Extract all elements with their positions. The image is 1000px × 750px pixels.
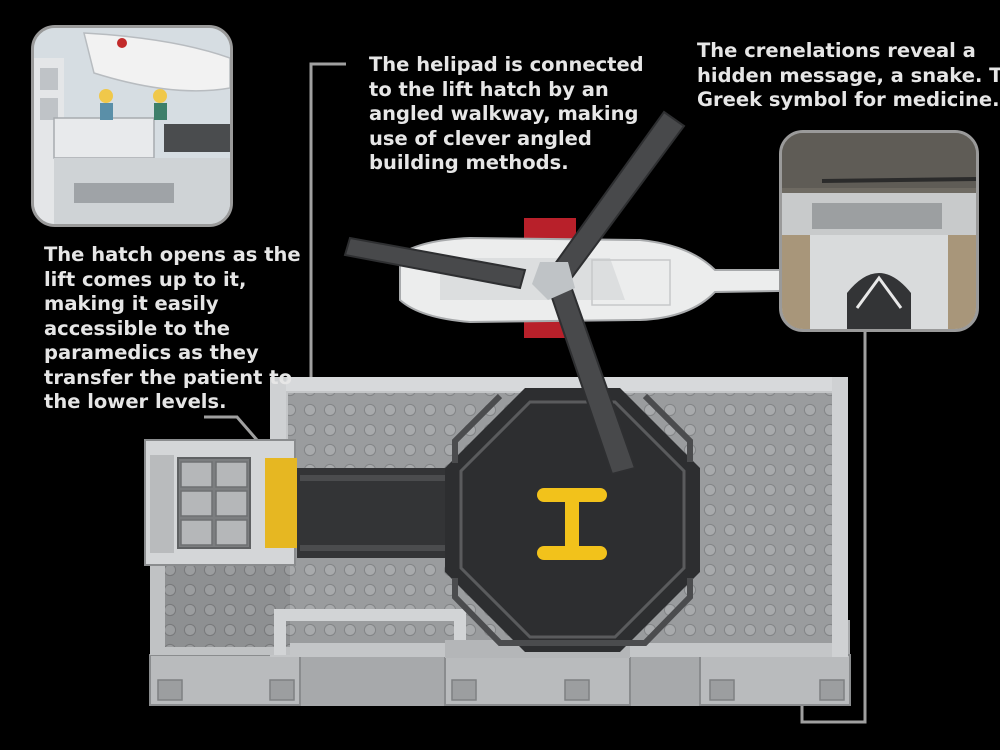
leader-line-crenelations [800,328,867,724]
caption-crenelations-line: hidden message, a snake. The [697,63,1000,87]
caption-crenelations: The crenelations reveal a hidden message… [697,39,1000,113]
minifigure-icon [99,89,167,120]
caption-crenelations-line: Greek symbol for medicine. [697,88,1000,111]
leader-line-hatch [204,415,259,441]
caption-hatch-line: lift comes up to it, [44,267,247,291]
rotor-blades [343,110,686,476]
caption-hatch-line: making it easily [44,292,219,315]
caption-walkway-line: angled walkway, making [369,102,639,125]
caption-walkway-line: The helipad is connected [369,53,644,76]
caption-hatch-line: transfer the patient to [44,365,292,389]
caption-walkway-line: to the lift hatch by an [369,77,609,101]
caption-hatch-line: paramedics as they [44,341,259,364]
leader-lines [204,62,867,724]
caption-walkway: The helipad is connected to the lift hat… [369,53,644,176]
caption-hatch-line: accessible to the [44,316,230,340]
inset-lift-illustration [34,28,230,224]
caption-hatch-line: The hatch opens as the [44,243,301,266]
caption-crenelations-line: The crenelations reveal a [697,39,976,62]
lift-hatch [144,439,297,566]
leader-line-walkway [309,62,346,378]
helipad [297,388,700,652]
inset-crenelations-detail [779,130,979,332]
caption-walkway-line: building methods. [369,151,569,174]
helipad-h-marking-icon [537,488,607,560]
helicopter-icon [343,110,841,476]
caption-walkway-line: use of clever angled [369,126,592,150]
caption-hatch-line: the lower levels. [44,390,227,413]
caption-hatch: The hatch opens as the lift comes up to … [44,243,301,415]
inset-crenelations-illustration [782,133,976,329]
inset-lift-detail [31,25,233,227]
